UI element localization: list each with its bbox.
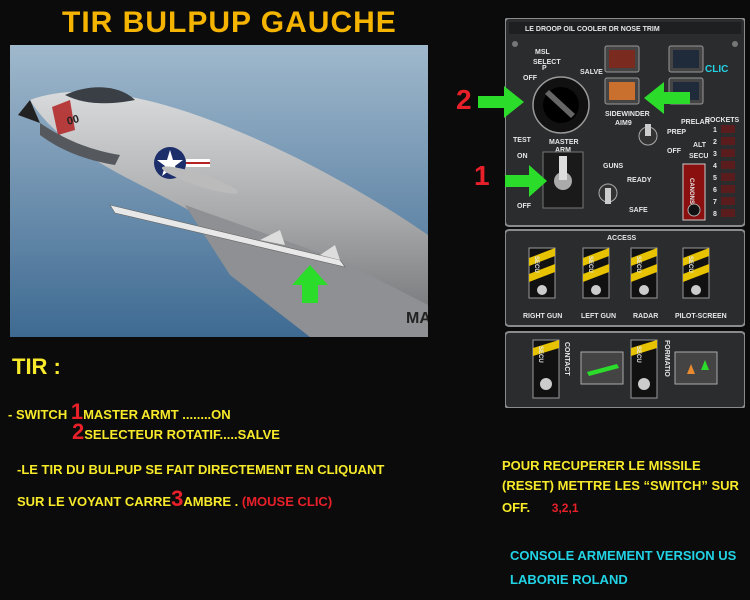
page-title: TIR BULPUP GAUCHE [62, 6, 397, 39]
instruction-line-3: -LE TIR DU BULPUP SE FAIT DIRECTEMENT EN… [17, 462, 385, 477]
rocket-number-6: 6 [713, 187, 717, 194]
tail-marking: MA [406, 310, 428, 327]
secu-label-contact: SECU [537, 346, 543, 363]
voyant-text: SUR LE VOYANT CARRE [17, 494, 172, 509]
contact-switch[interactable]: SECU [532, 339, 560, 399]
secu-label-formation: SECU [635, 346, 641, 363]
reset-order-text: 3,2,1 [551, 501, 579, 515]
formation-indicator [674, 351, 718, 385]
access-label: ACCESS [607, 235, 637, 242]
contact-indicator [580, 351, 624, 385]
master-armt-text: MASTER ARMT ........ON [83, 407, 231, 422]
reset-note-line-2: (RESET) METTRE LES “SWITCH” SUR [502, 478, 739, 493]
left-gun-switch[interactable]: SECU [582, 247, 610, 299]
master-label: MASTER [549, 139, 579, 146]
contact-label: CONTACT [563, 342, 570, 376]
alt-label: ALT [693, 142, 707, 149]
switch-prefix: - SWITCH [8, 407, 68, 422]
right-gun-label: RIGHT GUN [523, 313, 562, 320]
guns-ready-label: READY [627, 177, 652, 184]
credits-line-2: LABORIE ROLAND [510, 572, 628, 587]
master-off-label: OFF [517, 203, 532, 210]
arrow-right-icon [478, 86, 524, 118]
rotary-salve-label: SALVE [580, 69, 603, 76]
rotary-p-label: P [542, 65, 547, 72]
select-label: SELECT [533, 59, 561, 66]
ambre-text: AMBRE . [183, 494, 239, 509]
guns-safe-label: SAFE [629, 207, 648, 214]
formation-switch[interactable]: SECU [630, 339, 658, 399]
mouse-clic-text: (MOUSE CLIC) [241, 494, 333, 509]
rocket-selector-column[interactable]: 1 2 3 4 5 6 7 8 [713, 125, 735, 218]
step-number-3: 3 [171, 486, 184, 511]
rotary-off-label: OFF [523, 75, 538, 82]
arrow-right-icon-2 [505, 165, 547, 197]
radar-switch[interactable]: SECU [630, 247, 658, 299]
sidewinder-label: SIDEWINDER [605, 111, 650, 118]
nose-number: 00 [66, 113, 81, 128]
selecteur-text: SELECTEUR ROTATIF.....SALVE [84, 427, 280, 442]
prep-label: PREP [667, 129, 686, 136]
aircraft-illustration: MA 00 [10, 45, 428, 337]
master-arm-toggle-switch[interactable] [542, 151, 584, 209]
rocket-number-7: 7 [713, 199, 717, 206]
alt-secu-label: SECU [689, 153, 708, 160]
callout-1: 1 [474, 160, 490, 191]
red-indicator-light [609, 50, 635, 68]
canons-switch[interactable]: CANONS [682, 163, 706, 221]
guns-label: GUNS [603, 163, 624, 170]
prelar-label: PRELAR [681, 119, 710, 126]
instruction-line-4: SUR LE VOYANT CARRE3AMBRE . (MOUSE CLIC) [17, 486, 332, 512]
arm-label: ARM [555, 147, 571, 154]
rocket-number-3: 3 [713, 151, 717, 158]
step-number-2: 2 [72, 419, 85, 444]
pilot-screen-switch[interactable]: SECU [682, 247, 710, 299]
reset-note-line-3: OFF. 3,2,1 [502, 500, 579, 515]
rocket-number-2: 2 [713, 139, 717, 146]
rockets-label: ROCKETS [705, 117, 740, 124]
instruction-line-2: 2SELECTEUR ROTATIF.....SALVE [72, 419, 280, 445]
arrow-left-icon [644, 82, 690, 114]
test-on-label: ON [517, 153, 528, 160]
blue-indicator-light [673, 50, 699, 68]
test-label: TEST [513, 137, 532, 144]
secu-label-right-gun: SECU [533, 256, 539, 273]
rocket-number-5: 5 [713, 175, 717, 182]
credits-line-1: CONSOLE ARMEMENT VERSION US [510, 548, 737, 563]
msl-rotary-selector[interactable] [532, 76, 590, 134]
rocket-number-1: 1 [713, 127, 717, 134]
weapons-console-panel: LE DROOP OIL COOLER DR NOSE TRIM MSL SEL… [505, 18, 745, 408]
arrow-up-icon [292, 265, 328, 303]
reset-off-text: OFF. [502, 500, 531, 515]
prelar-toggle-switch[interactable] [638, 124, 658, 146]
rocket-number-8: 8 [713, 211, 717, 218]
guns-toggle-switch[interactable] [598, 183, 618, 204]
canons-label: CANONS [688, 178, 694, 204]
pilot-screen-label: PILOT-SCREEN [675, 313, 727, 320]
tir-heading: TIR : [12, 354, 61, 379]
step-number-1: 1 [70, 399, 84, 424]
right-gun-switch[interactable]: SECU [528, 247, 556, 299]
left-gun-label: LEFT GUN [581, 313, 616, 320]
callout-2: 2 [456, 84, 472, 115]
msl-label: MSL [535, 49, 551, 56]
rocket-number-4: 4 [713, 163, 717, 170]
clic-label: CLIC [705, 64, 728, 75]
secu-label-pilot-screen: SECU [687, 256, 693, 273]
aim9-label: AIM9 [615, 120, 632, 127]
radar-label: RADAR [633, 313, 658, 320]
secu-label-radar: SECU [635, 256, 641, 273]
amber-indicator-light[interactable] [609, 82, 635, 100]
aircraft-photo: MA 00 [10, 45, 428, 337]
secu-label-left-gun: SECU [587, 256, 593, 273]
reset-note-line-1: POUR RECUPERER LE MISSILE [502, 458, 701, 473]
formation-label: FORMATIO [663, 340, 670, 377]
instruction-line-1: - SWITCH 1MASTER ARMT ........ON [8, 399, 231, 425]
panel-header: LE DROOP OIL COOLER DR NOSE TRIM [525, 26, 660, 33]
prelar-off-label: OFF [667, 148, 682, 155]
